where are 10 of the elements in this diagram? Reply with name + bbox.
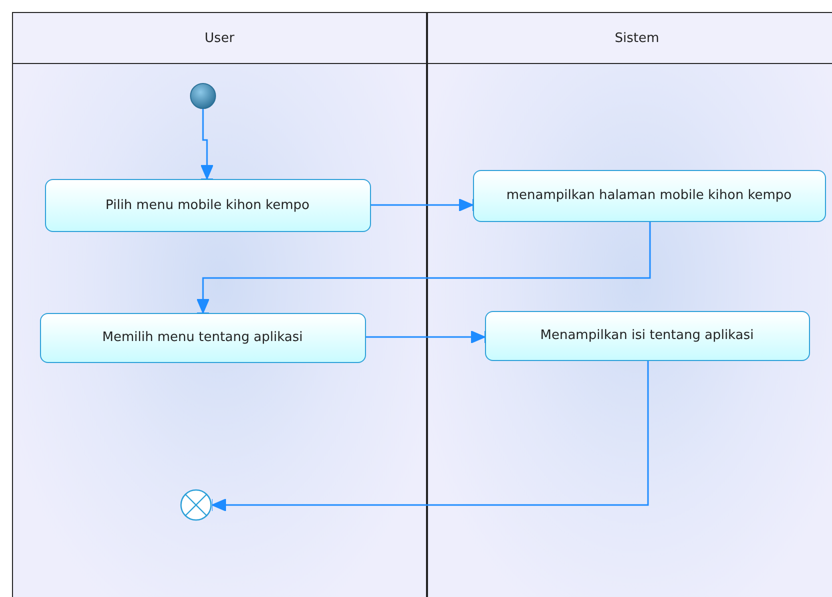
- start-node: [190, 82, 216, 108]
- action-box: menampilkan halaman mobile kihon kempo: [472, 170, 826, 222]
- lane-title: Sistem: [428, 13, 832, 64]
- swimlane: [12, 12, 427, 597]
- action-box: Pilih menu mobile kihon kempo: [44, 178, 370, 232]
- swimlane: [427, 12, 832, 597]
- lane-title: User: [13, 13, 426, 64]
- action-box: Menampilkan isi tentang aplikasi: [484, 310, 810, 360]
- action-box: Memilih menu tentang aplikasi: [40, 312, 366, 362]
- flow-final-node: [180, 488, 212, 520]
